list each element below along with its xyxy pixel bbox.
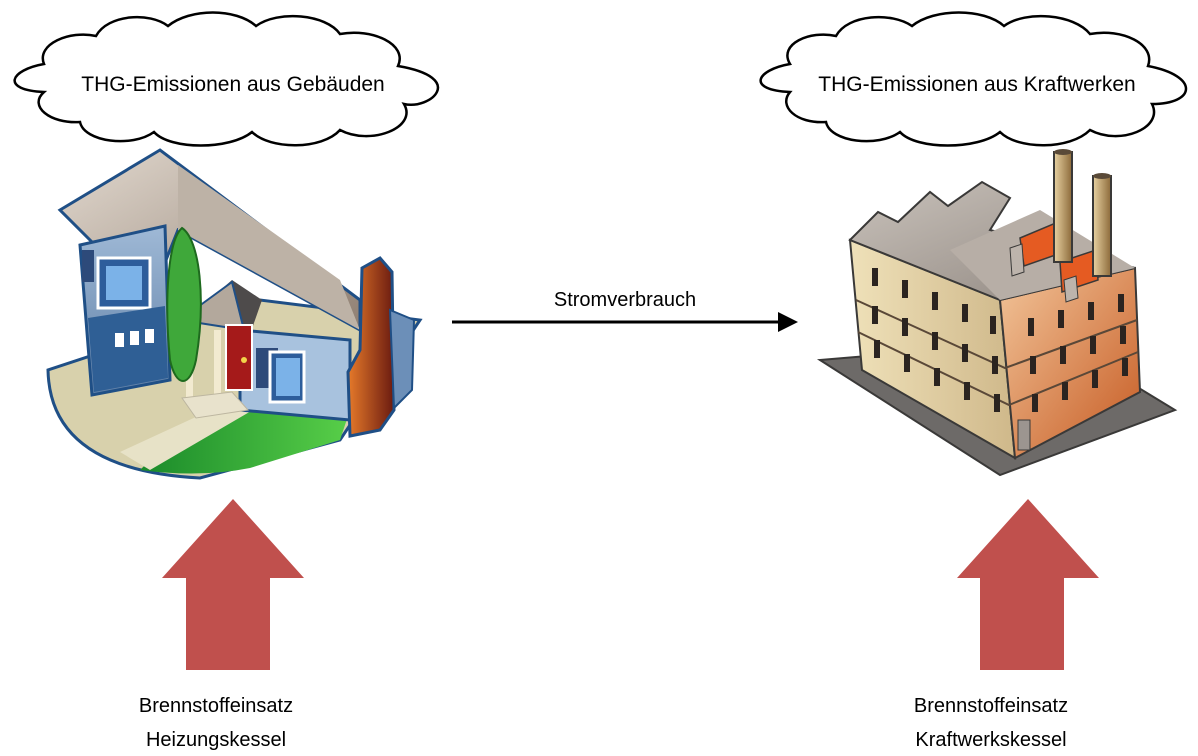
house-icon <box>46 148 423 480</box>
cloud-label-powerplants: THG-Emissionen aus Kraftwerken <box>818 73 1135 96</box>
fuel-label-heating-line2: Heizungskessel <box>146 729 286 751</box>
fuel-label-powerplant-line1: Brennstoffeinsatz <box>914 695 1068 717</box>
fuel-label-heating-line1: Brennstoffeinsatz <box>139 695 293 717</box>
fuel-input-arrow-powerplant <box>957 499 1099 670</box>
emissions-cloud-powerplants: THG-Emissionen aus Kraftwerken <box>759 11 1188 147</box>
cloud-shape <box>13 11 439 147</box>
electricity-consumption-arrow: Stromverbrauch <box>452 289 798 332</box>
fuel-label-powerplant-line2: Kraftwerkskessel <box>915 729 1066 751</box>
cloud-label-buildings: THG-Emissionen aus Gebäuden <box>81 73 385 96</box>
connector-label: Stromverbrauch <box>554 289 696 311</box>
power-plant-icon <box>816 149 1178 477</box>
emissions-cloud-buildings: THG-Emissionen aus Gebäuden <box>13 11 439 147</box>
cloud-shape <box>759 11 1188 147</box>
fuel-input-arrow-heating <box>162 499 304 670</box>
